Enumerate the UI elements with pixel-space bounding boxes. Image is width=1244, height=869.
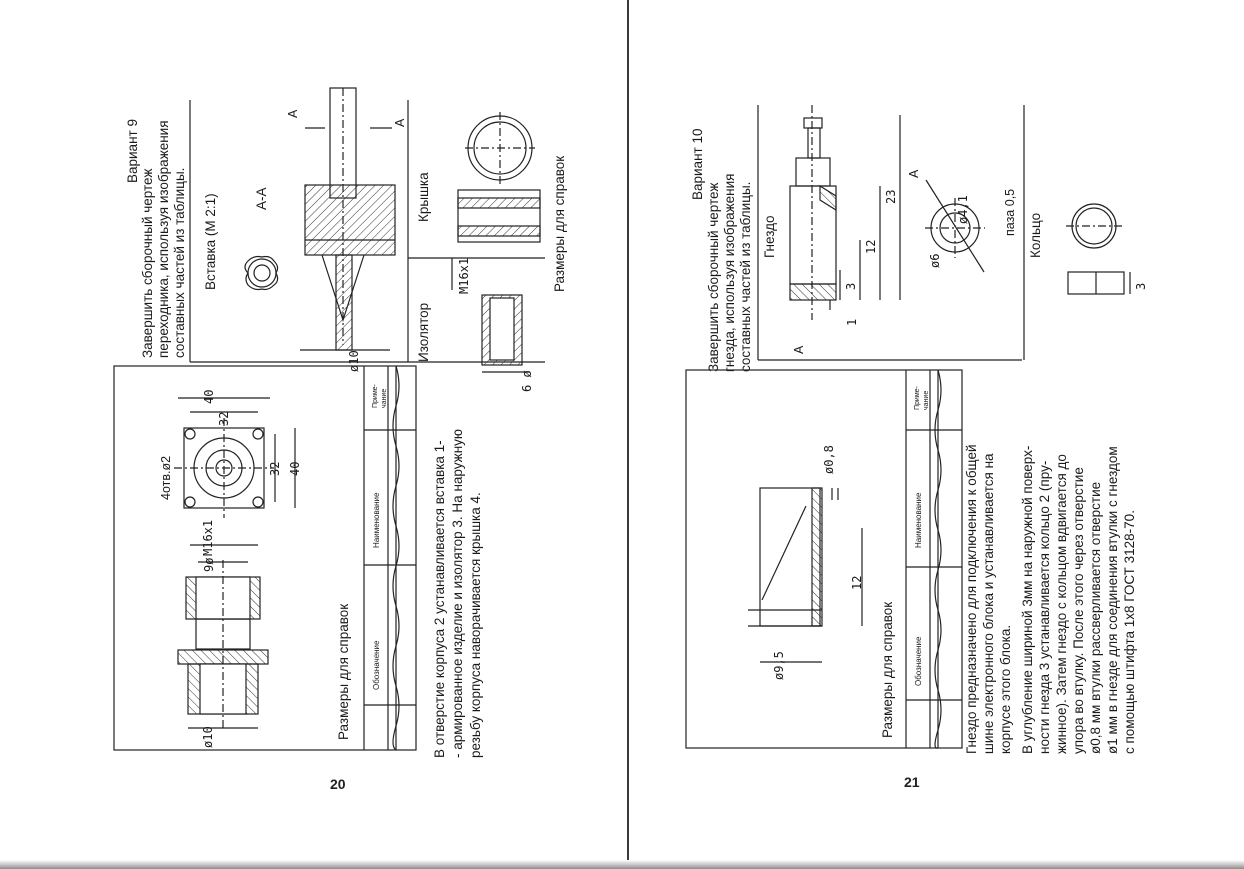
- right-title-col-name: Наименование: [914, 492, 923, 548]
- right-title-col-designation: Обозначение: [914, 636, 923, 686]
- right-description-line-7: упора во втулку. После этого через отвер…: [1071, 467, 1086, 754]
- right-description-line-6: жинное). Затем гнездо с кольцом вдвигает…: [1054, 454, 1069, 754]
- right-title-col-note: Приме- чание: [914, 386, 930, 410]
- right-dim-d95: ø9,5: [772, 651, 786, 680]
- page-spread-divider: [627, 0, 629, 869]
- left-parts-table: [189, 87, 545, 373]
- right-description-line-10: с помощью штифта 1х8 ГОСТ 3128-70.: [1122, 510, 1137, 754]
- right-description-line-3: корпусе этого блока.: [998, 624, 1013, 754]
- right-page-number: 21: [904, 774, 920, 790]
- right-description-line-9: ø1 мм в гнезде для соединения втулки с г…: [1105, 446, 1120, 754]
- scan-bottom-edge: [0, 860, 1244, 869]
- right-dim-12-bushing: 12: [850, 575, 864, 590]
- right-description-line-4: В углубление шириной 3мм на наружной пов…: [1020, 445, 1035, 754]
- right-description-line-8: ø0,8 мм втулки рассверливается отверстие: [1088, 481, 1103, 754]
- left-page-number: 20: [330, 776, 346, 792]
- right-assembly-reference-dims: Размеры для справок: [880, 601, 895, 738]
- right-description-line-5: ности гнезда 3 устанавливается кольцо 2 …: [1037, 460, 1052, 754]
- right-description-line-1: Гнездо предназначено для подключения к о…: [964, 444, 979, 754]
- left-assembly-drawing: [113, 365, 417, 751]
- right-description-line-2: шине электронного блока и устанавливаетс…: [981, 453, 996, 754]
- right-dim-d08: ø0,8: [822, 445, 836, 474]
